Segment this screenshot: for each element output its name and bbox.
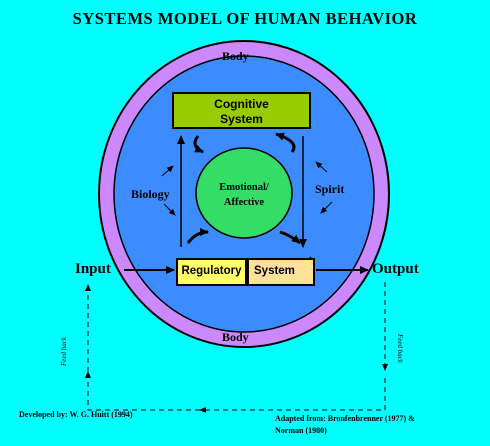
adapted-from-credit-line1: Adapted from: Bronfenbrenner (1977) & <box>275 414 415 423</box>
cognitive-label-line1: Cognitive <box>214 97 269 111</box>
system-label: System <box>254 265 295 277</box>
feedback-loop <box>85 282 388 413</box>
emotional-label-line1: Emotional/ <box>219 182 269 193</box>
system-box: System <box>247 258 315 286</box>
feedback-label-left: Feed back <box>59 337 68 366</box>
emotional-circle <box>195 147 293 239</box>
emotion-curved-arrows <box>186 132 301 245</box>
cognitive-system-box: Cognitive System <box>172 92 311 129</box>
feedback-label-right: Feed back <box>395 334 404 363</box>
biology-spirit-arrows <box>161 161 333 216</box>
regulatory-box: Regulatory <box>176 258 247 286</box>
output-label: Output <box>372 261 419 277</box>
adapted-from-credit-line2: Norman (1980) <box>275 426 327 435</box>
body-label-bottom: Body <box>222 330 249 344</box>
spirit-label: Spirit <box>315 182 345 196</box>
input-label: Input <box>75 261 111 277</box>
regulatory-label: Regulatory <box>181 265 242 277</box>
developed-by-credit: Developed by: W. G. Huitt (1994) <box>19 410 133 419</box>
diagram-title: SYSTEMS MODEL OF HUMAN BEHAVIOR <box>72 9 418 28</box>
cognitive-label-line2: System <box>220 112 263 126</box>
biology-label: Biology <box>131 187 170 201</box>
emotional-label-line2: Affective <box>223 197 265 208</box>
cognitive-to-regulatory-arrows <box>177 135 307 248</box>
body-label-top: Body <box>222 49 249 63</box>
